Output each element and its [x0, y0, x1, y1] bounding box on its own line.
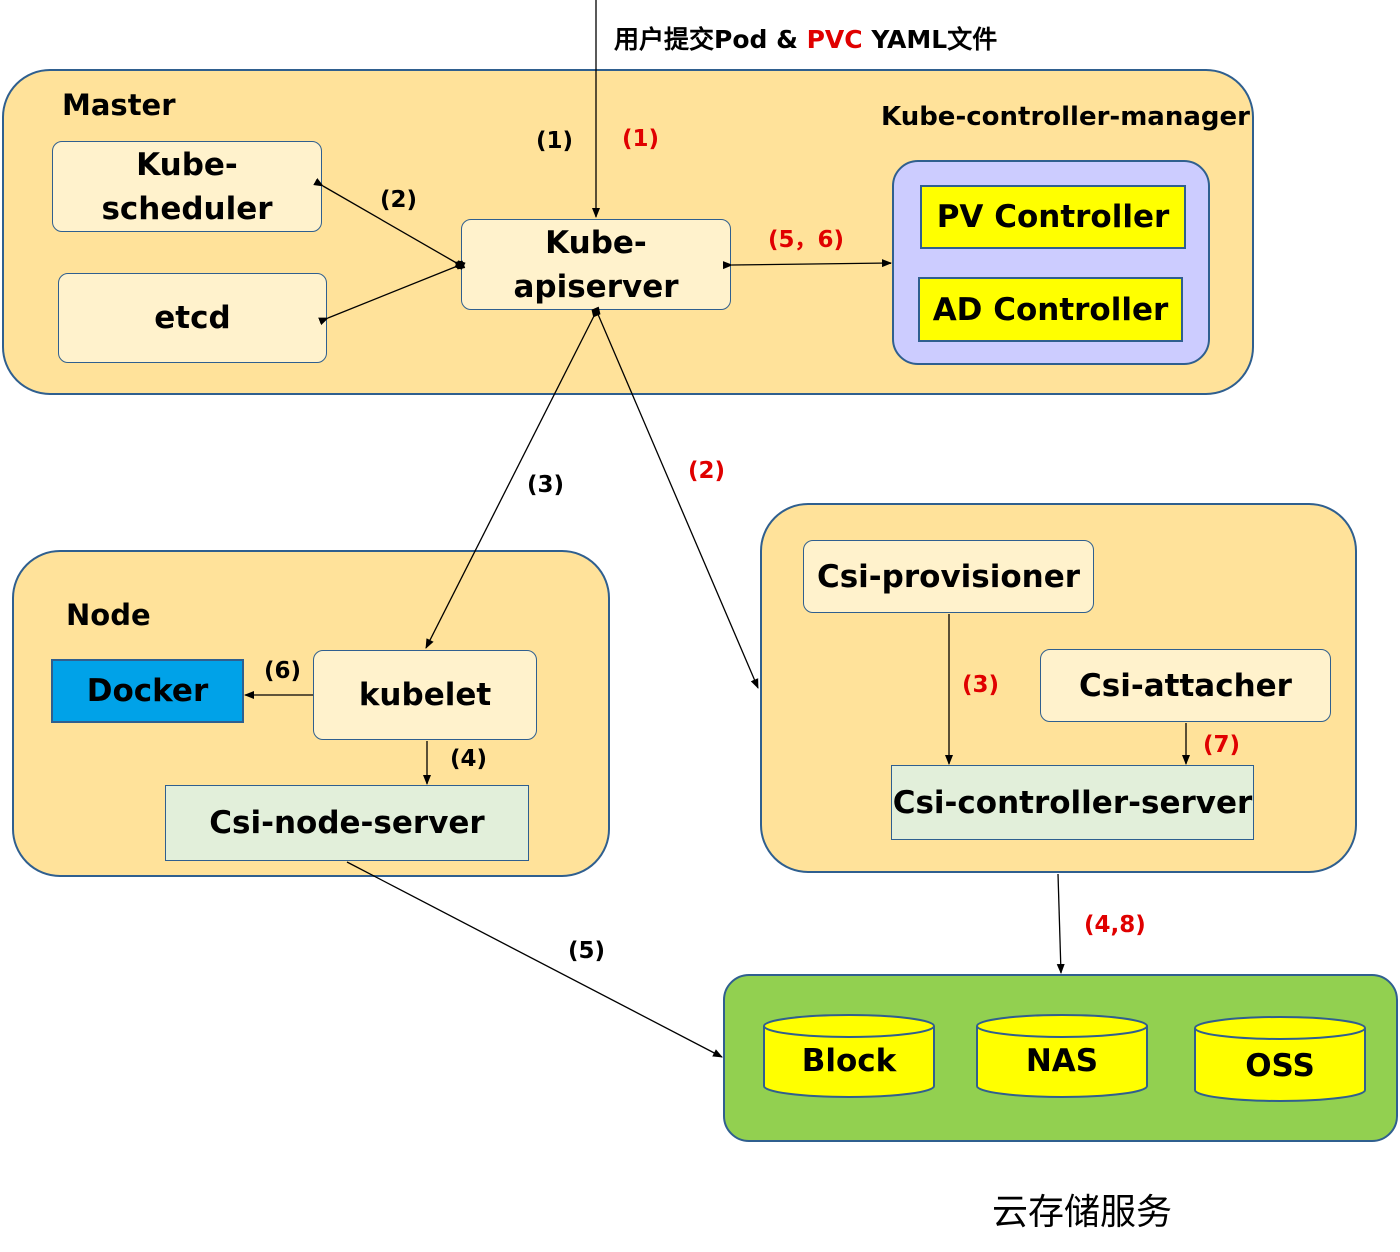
arrow-csi-node-storage — [346, 861, 723, 1058]
etcd-label: etcd — [154, 300, 231, 336]
step-black-2: (2) — [380, 187, 418, 213]
block-label: Block — [801, 1043, 897, 1079]
pv-controller-box: PV Controller — [920, 185, 1186, 249]
step-red-5-6: (5，6) — [768, 227, 845, 253]
ad-controller-label: AD Controller — [932, 291, 1169, 328]
docker-box: Docker — [51, 659, 244, 723]
master-title: Master — [62, 88, 176, 122]
ad-controller-box: AD Controller — [918, 277, 1183, 342]
kube-apiserver-box: Kube- apiserver — [461, 219, 731, 310]
step-black-4: (4) — [450, 746, 488, 772]
csi-attacher-box: Csi-attacher — [1040, 649, 1331, 722]
arrow-etcd-apiserver — [318, 260, 466, 326]
step-red-2: (2) — [688, 458, 726, 484]
kubelet-box: kubelet — [313, 650, 537, 740]
storage-caption: 云存储服务 — [992, 1192, 1173, 1233]
pv-controller-label: PV Controller — [936, 199, 1170, 235]
csi-controller-server-box: Csi-controller-server — [891, 765, 1254, 840]
arrow-apiserver-controller-manager — [722, 259, 892, 270]
arrow-apiserver-kubelet — [425, 306, 601, 649]
oss-label: OSS — [1245, 1048, 1315, 1084]
csi-node-server-label: Csi-node-server — [209, 805, 485, 841]
submit-prefix: 用户提交Pod & — [614, 25, 807, 54]
nas-label: NAS — [1025, 1043, 1099, 1079]
oss-cylinder — [1194, 1016, 1366, 1102]
kube-scheduler-box: Kube- scheduler — [52, 141, 322, 232]
submit-suffix: YAML文件 — [862, 25, 998, 54]
csi-provisioner-label: Csi-provisioner — [816, 558, 1081, 595]
step-red-3: (3) — [962, 672, 1000, 698]
step-red-7: (7) — [1203, 732, 1241, 758]
submit-label: 用户提交Pod & PVC YAML文件 — [614, 20, 997, 56]
step-black-3: (3) — [527, 472, 565, 498]
csi-controller-server-label: Csi-controller-server — [892, 784, 1253, 821]
step-black-6: (6) — [264, 658, 302, 684]
step-black-5: (5) — [568, 938, 606, 964]
arrow-scheduler-apiserver — [313, 178, 466, 270]
step-black-1: (1) — [536, 128, 574, 154]
arrow-csi-storage — [1056, 873, 1065, 974]
step-red-4-8: (4,8) — [1084, 912, 1146, 938]
node-title: Node — [66, 598, 151, 632]
csi-provisioner-box: Csi-provisioner — [803, 540, 1094, 613]
docker-label: Docker — [86, 673, 209, 709]
kube-apiserver-label: Kube- apiserver — [513, 224, 679, 305]
csi-attacher-label: Csi-attacher — [1079, 667, 1292, 704]
controller-manager-title: Kube-controller-manager — [881, 102, 1250, 132]
block-cylinder — [763, 1014, 935, 1098]
csi-node-server-box: Csi-node-server — [165, 785, 529, 861]
kubelet-label: kubelet — [358, 677, 492, 713]
submit-pvc: PVC — [806, 25, 863, 54]
arrow-apiserver-csi — [596, 311, 759, 689]
kube-scheduler-label: Kube- scheduler — [101, 146, 273, 227]
step-red-1: (1) — [622, 126, 660, 152]
nas-cylinder — [976, 1014, 1148, 1098]
